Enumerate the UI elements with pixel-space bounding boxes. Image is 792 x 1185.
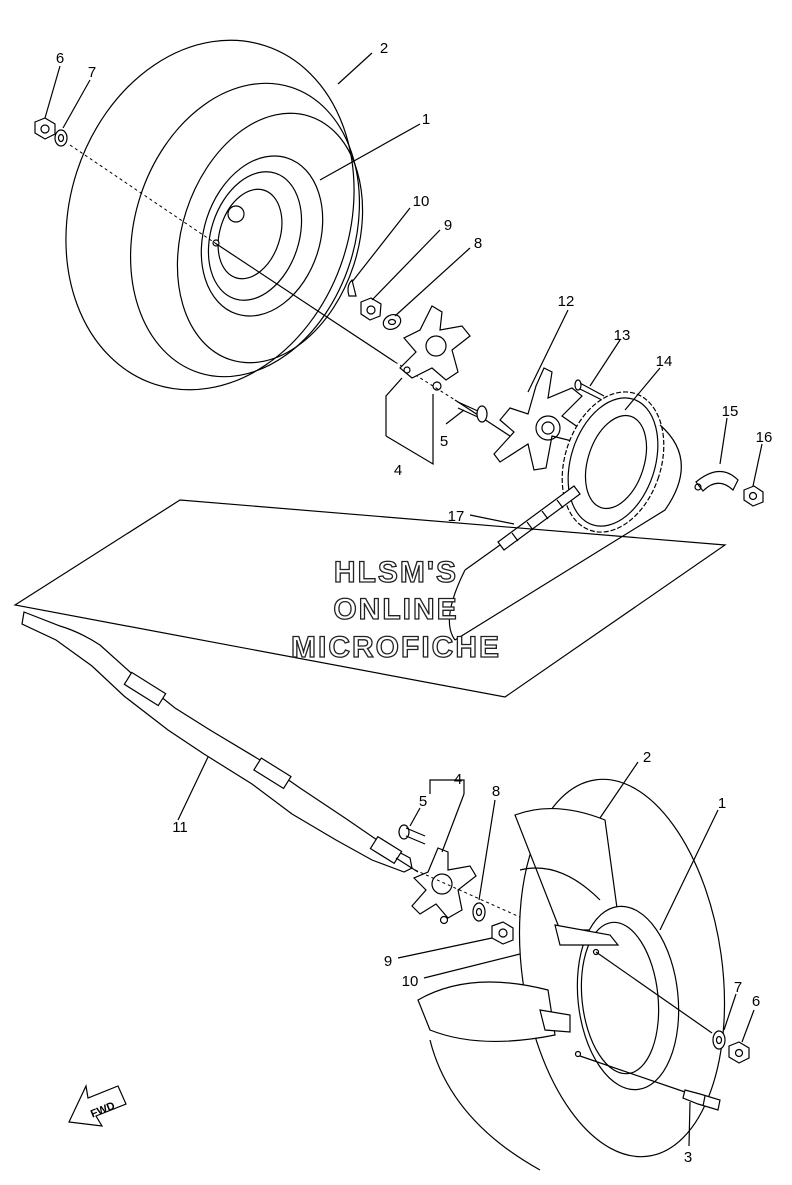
- stud-lower: [398, 824, 426, 845]
- nut-upper-16: [743, 485, 764, 507]
- callout-bottom-9: 9: [384, 953, 392, 970]
- callout-top-16: 16: [756, 429, 773, 446]
- callout-top-10: 10: [413, 193, 430, 210]
- fwd-arrow: FWD: [68, 1084, 127, 1127]
- rear-axle: [21, 611, 419, 873]
- watermark-line-2: ONLINE: [333, 593, 458, 626]
- callout-top-9: 9: [444, 217, 452, 234]
- callout-bottom-11: 11: [172, 819, 188, 836]
- washer-upper-7: [54, 129, 68, 147]
- callout-bottom-10: 10: [402, 973, 419, 990]
- chain: [497, 485, 581, 551]
- lower-assembly: [398, 778, 750, 1171]
- callout-bottom-6: 6: [752, 993, 760, 1010]
- callouts-top: 6 7 2 1 10 9 8 12 13 14 15 16 5 4 17: [56, 40, 773, 525]
- callout-bottom-1: 1: [718, 795, 726, 812]
- callout-top-15: 15: [722, 403, 739, 420]
- cotter-pin-upper: [347, 278, 357, 297]
- callout-top-2: 2: [380, 40, 388, 57]
- watermark-line-1: HLSM'S: [334, 556, 458, 589]
- callout-bottom-3: 3: [684, 1149, 692, 1166]
- hub-upper: [399, 305, 471, 391]
- callouts-bottom: 4 5 8 2 1 11 9 10 7 6 3: [172, 749, 760, 1166]
- nut-upper-6: [34, 117, 56, 140]
- callout-bottom-8: 8: [492, 783, 500, 800]
- hub-lower: [411, 847, 477, 925]
- callout-top-8: 8: [474, 235, 482, 252]
- wheel-lower: [539, 905, 680, 1091]
- washer-upper-8: [382, 314, 402, 330]
- group-frame: [13, 499, 727, 698]
- leader-lines: [44, 52, 763, 1147]
- stud-upper: [457, 401, 488, 423]
- callout-top-17: 17: [448, 508, 465, 525]
- callout-top-6: 6: [56, 50, 64, 67]
- washer-lower-7: [712, 1030, 726, 1050]
- callout-top-13: 13: [614, 327, 631, 344]
- upper-assembly: [34, 39, 764, 641]
- castle-nut-upper: [360, 297, 382, 321]
- callout-top-4: 4: [394, 462, 402, 479]
- callout-top-7: 7: [88, 64, 96, 81]
- callout-top-1: 1: [422, 111, 430, 128]
- sprocket: [561, 391, 665, 533]
- nut-lower-6: [728, 1041, 750, 1064]
- valve-stem: [682, 1089, 721, 1111]
- washer-lower-8: [472, 902, 486, 922]
- callout-top-5: 5: [440, 433, 448, 450]
- wheel-upper: [200, 155, 324, 317]
- watermark: HLSM'S ONLINE MICROFICHE: [290, 555, 501, 664]
- castle-nut-lower: [491, 921, 514, 945]
- callout-top-14: 14: [656, 353, 673, 370]
- watermark-line-3: MICROFICHE: [291, 631, 501, 664]
- chain-guard: [694, 470, 739, 492]
- callout-bottom-2: 2: [643, 749, 651, 766]
- sprocket-hub: [493, 367, 583, 471]
- callout-bottom-7: 7: [734, 979, 742, 996]
- callout-top-12: 12: [558, 293, 575, 310]
- callout-bottom-4: 4: [454, 771, 462, 788]
- callout-bottom-5: 5: [419, 793, 427, 810]
- sprocket-bolt: [574, 379, 605, 401]
